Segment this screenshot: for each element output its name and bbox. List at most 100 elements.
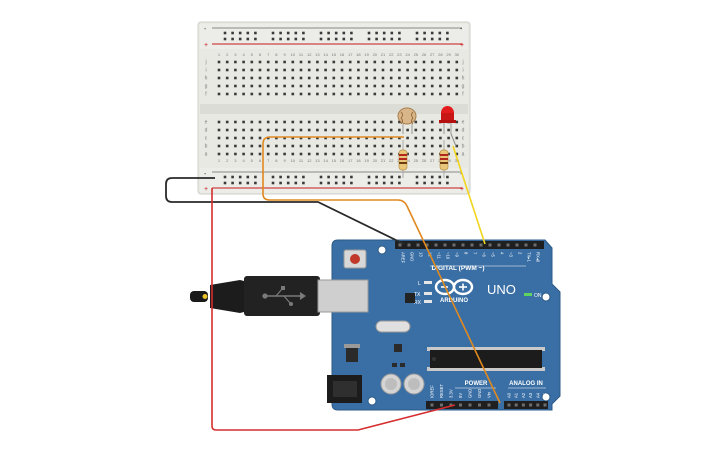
rail-hole[interactable] bbox=[294, 31, 298, 35]
rail-hole[interactable] bbox=[254, 181, 257, 185]
power-jack[interactable] bbox=[327, 375, 362, 403]
resistor-2[interactable] bbox=[439, 140, 449, 178]
hole[interactable] bbox=[422, 120, 426, 124]
digital-pin[interactable] bbox=[533, 243, 537, 247]
hole[interactable] bbox=[455, 120, 459, 124]
hole[interactable] bbox=[225, 92, 229, 96]
hole[interactable] bbox=[373, 120, 377, 124]
hole[interactable] bbox=[283, 84, 286, 88]
rail-hole[interactable] bbox=[415, 181, 419, 185]
rail-hole[interactable] bbox=[390, 37, 394, 41]
hole[interactable] bbox=[406, 144, 409, 148]
hole[interactable] bbox=[389, 76, 393, 80]
power-pin[interactable] bbox=[478, 403, 481, 407]
hole[interactable] bbox=[234, 128, 237, 132]
rail-hole[interactable] bbox=[446, 181, 449, 185]
digital-pin[interactable] bbox=[443, 243, 447, 247]
rail-hole[interactable] bbox=[390, 181, 394, 185]
hole[interactable] bbox=[430, 152, 434, 156]
rail-hole[interactable] bbox=[375, 37, 378, 41]
hole[interactable] bbox=[455, 136, 459, 140]
hole[interactable] bbox=[258, 60, 262, 64]
hole[interactable] bbox=[234, 144, 237, 148]
hole[interactable] bbox=[299, 144, 303, 148]
rail-hole[interactable] bbox=[342, 37, 346, 41]
digital-pin[interactable] bbox=[470, 243, 474, 247]
hole[interactable] bbox=[316, 136, 319, 140]
hole[interactable] bbox=[234, 152, 237, 156]
hole[interactable] bbox=[291, 92, 295, 96]
usb-cable[interactable] bbox=[190, 276, 369, 316]
hole[interactable] bbox=[414, 60, 418, 64]
hole[interactable] bbox=[307, 128, 311, 132]
hole[interactable] bbox=[439, 76, 442, 80]
hole[interactable] bbox=[217, 68, 221, 72]
hole[interactable] bbox=[291, 76, 295, 80]
hole[interactable] bbox=[307, 60, 311, 64]
hole[interactable] bbox=[291, 120, 295, 124]
hole[interactable] bbox=[266, 120, 270, 124]
rail-hole[interactable] bbox=[367, 31, 371, 35]
rail-hole[interactable] bbox=[438, 175, 442, 179]
hole[interactable] bbox=[414, 68, 418, 72]
rail-hole[interactable] bbox=[238, 181, 242, 185]
hole[interactable] bbox=[381, 120, 385, 124]
rail-hole[interactable] bbox=[246, 37, 250, 41]
rail-hole[interactable] bbox=[231, 31, 234, 35]
hole[interactable] bbox=[365, 128, 368, 132]
hole[interactable] bbox=[234, 68, 237, 72]
rail-hole[interactable] bbox=[382, 37, 386, 41]
hole[interactable] bbox=[316, 60, 319, 64]
rail-hole[interactable] bbox=[415, 31, 419, 35]
hole[interactable] bbox=[324, 120, 327, 124]
hole[interactable] bbox=[406, 136, 409, 140]
wire-yellow-digital[interactable] bbox=[452, 145, 486, 245]
hole[interactable] bbox=[373, 84, 377, 88]
rail-hole[interactable] bbox=[294, 37, 298, 41]
rail-hole[interactable] bbox=[334, 31, 338, 35]
hole[interactable] bbox=[234, 120, 237, 124]
rail-hole[interactable] bbox=[223, 37, 227, 41]
rail-hole[interactable] bbox=[350, 37, 353, 41]
hole[interactable] bbox=[406, 68, 409, 72]
hole[interactable] bbox=[430, 84, 434, 88]
hole[interactable] bbox=[299, 120, 303, 124]
rail-hole[interactable] bbox=[302, 181, 305, 185]
hole[interactable] bbox=[389, 128, 393, 132]
hole[interactable] bbox=[348, 60, 352, 64]
rail-hole[interactable] bbox=[398, 37, 401, 41]
hole[interactable] bbox=[340, 60, 344, 64]
rail-hole[interactable] bbox=[446, 175, 449, 179]
hole[interactable] bbox=[266, 144, 270, 148]
rail-hole[interactable] bbox=[302, 37, 305, 41]
hole[interactable] bbox=[357, 136, 360, 140]
hole[interactable] bbox=[430, 144, 434, 148]
hole[interactable] bbox=[283, 144, 286, 148]
hole[interactable] bbox=[275, 144, 278, 148]
hole[interactable] bbox=[332, 128, 336, 132]
hole[interactable] bbox=[316, 76, 319, 80]
hole[interactable] bbox=[422, 152, 426, 156]
hole[interactable] bbox=[307, 92, 311, 96]
hole[interactable] bbox=[365, 60, 368, 64]
hole[interactable] bbox=[439, 128, 442, 132]
hole[interactable] bbox=[316, 68, 319, 72]
digital-pin[interactable] bbox=[497, 243, 501, 247]
rail-hole[interactable] bbox=[415, 175, 419, 179]
hole[interactable] bbox=[258, 92, 262, 96]
analog-pin[interactable] bbox=[543, 403, 547, 407]
rail-hole[interactable] bbox=[382, 31, 386, 35]
hole[interactable] bbox=[234, 60, 237, 64]
hole[interactable] bbox=[324, 76, 327, 80]
rail-hole[interactable] bbox=[438, 31, 442, 35]
hole[interactable] bbox=[324, 144, 327, 148]
hole[interactable] bbox=[373, 144, 377, 148]
rail-hole[interactable] bbox=[367, 181, 371, 185]
rail-hole[interactable] bbox=[334, 37, 338, 41]
hole[interactable] bbox=[389, 92, 393, 96]
hole[interactable] bbox=[225, 76, 229, 80]
hole[interactable] bbox=[250, 152, 254, 156]
rail-hole[interactable] bbox=[271, 175, 275, 179]
hole[interactable] bbox=[217, 144, 221, 148]
